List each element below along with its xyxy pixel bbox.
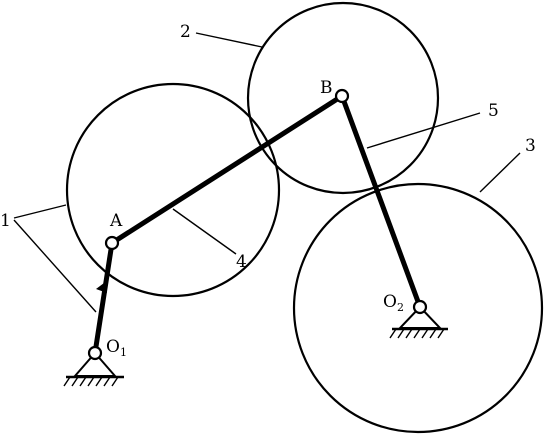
label-member-3: 3 [525, 136, 536, 156]
link-5 [339, 93, 423, 310]
leader-1-upper [13, 204, 67, 219]
label-member-5: 5 [488, 101, 499, 121]
link-4 [109, 93, 345, 246]
joint-b [334, 88, 350, 104]
crank-marker [96, 283, 107, 293]
label-pivot-o2: O2 [383, 292, 404, 314]
ground-pivot-o2 [389, 299, 448, 339]
leader-5 [366, 112, 481, 149]
crank-o1-a [92, 240, 115, 356]
disc-3 [292, 182, 544, 434]
label-member-4: 4 [236, 252, 247, 272]
ground-pivot-o1 [63, 345, 124, 387]
disc-1 [65, 82, 281, 298]
leader-1-lower [13, 219, 97, 313]
leader-4 [172, 208, 237, 255]
leader-2 [195, 32, 263, 48]
label-joint-a: A [109, 211, 123, 231]
joint-a [104, 235, 120, 251]
label-pivot-o1: O1 [106, 337, 127, 359]
disc-2 [246, 1, 440, 195]
label-member-1: 1 [0, 211, 11, 231]
leader-3 [479, 152, 521, 193]
label-member-2: 2 [180, 22, 191, 42]
label-joint-b: B [320, 78, 333, 98]
